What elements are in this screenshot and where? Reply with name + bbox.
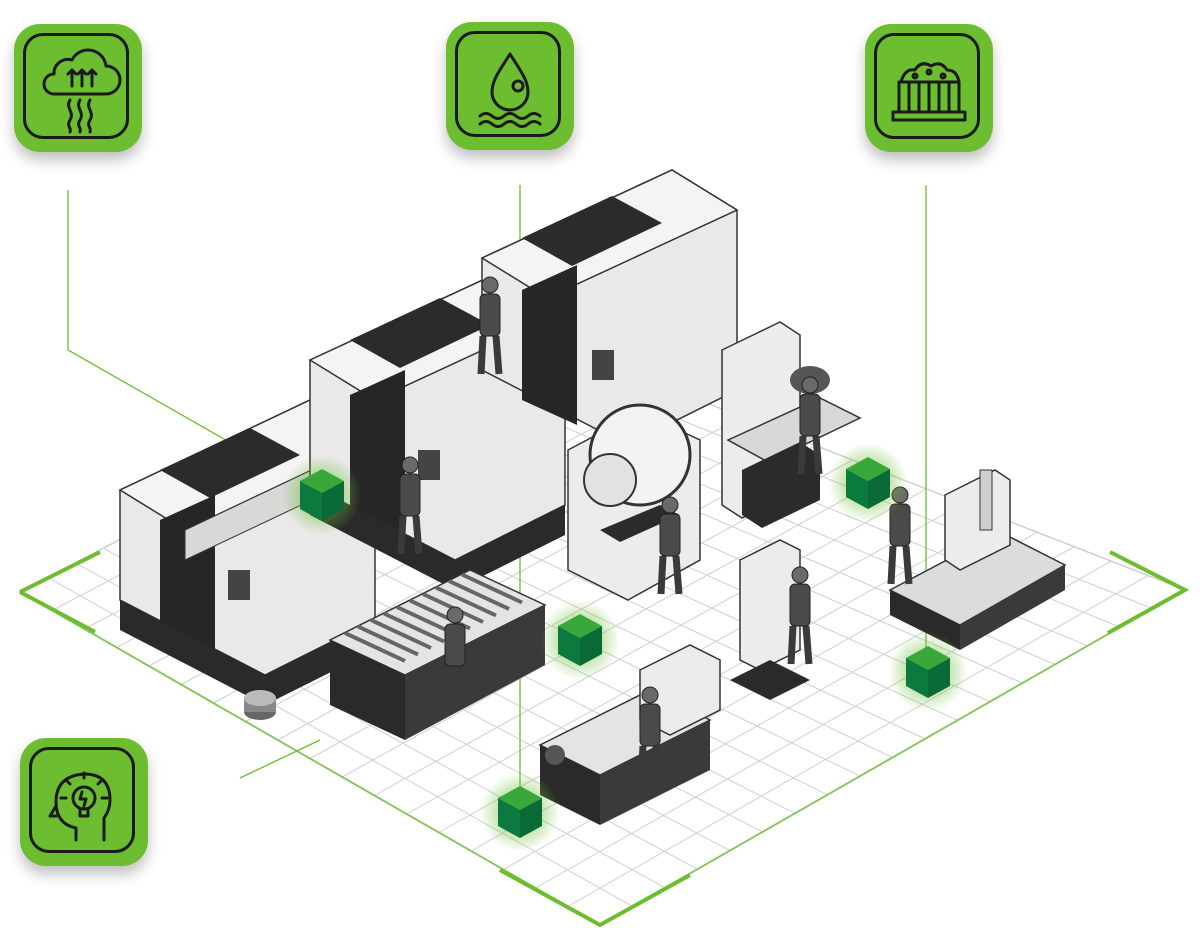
worker [637, 686, 663, 785]
grid-line [567, 575, 1149, 907]
badge-air-quality[interactable] [14, 24, 142, 152]
roller [370, 618, 432, 650]
sensor-cube[interactable] [540, 600, 620, 680]
soil-container-icon [891, 62, 967, 122]
roller [344, 631, 406, 663]
worker [657, 496, 683, 595]
roller [435, 585, 497, 618]
sensor-cube[interactable] [480, 772, 560, 852]
worker [397, 456, 423, 555]
badge-water[interactable] [446, 22, 574, 150]
worker [787, 566, 813, 665]
head-lightbulb-icon [48, 771, 112, 842]
drill-press [730, 539, 810, 700]
sensor-cube[interactable] [828, 443, 908, 523]
sensor-cube[interactable] [888, 632, 968, 712]
cnc-machine-3 [480, 169, 739, 446]
roller [448, 579, 510, 611]
worker [442, 606, 468, 705]
water-drop-icon [478, 52, 542, 128]
worker [797, 376, 823, 475]
cloud-heat-icon [42, 48, 122, 134]
machine-parts [244, 690, 276, 720]
workers [397, 276, 913, 785]
badge-knowledge[interactable] [20, 738, 148, 866]
roller [461, 572, 523, 605]
roller [357, 624, 419, 657]
roller-machine [328, 569, 547, 740]
sensor-cube[interactable] [282, 455, 362, 535]
roller [383, 611, 445, 644]
worker [477, 276, 503, 375]
badge-soil[interactable] [865, 24, 993, 152]
